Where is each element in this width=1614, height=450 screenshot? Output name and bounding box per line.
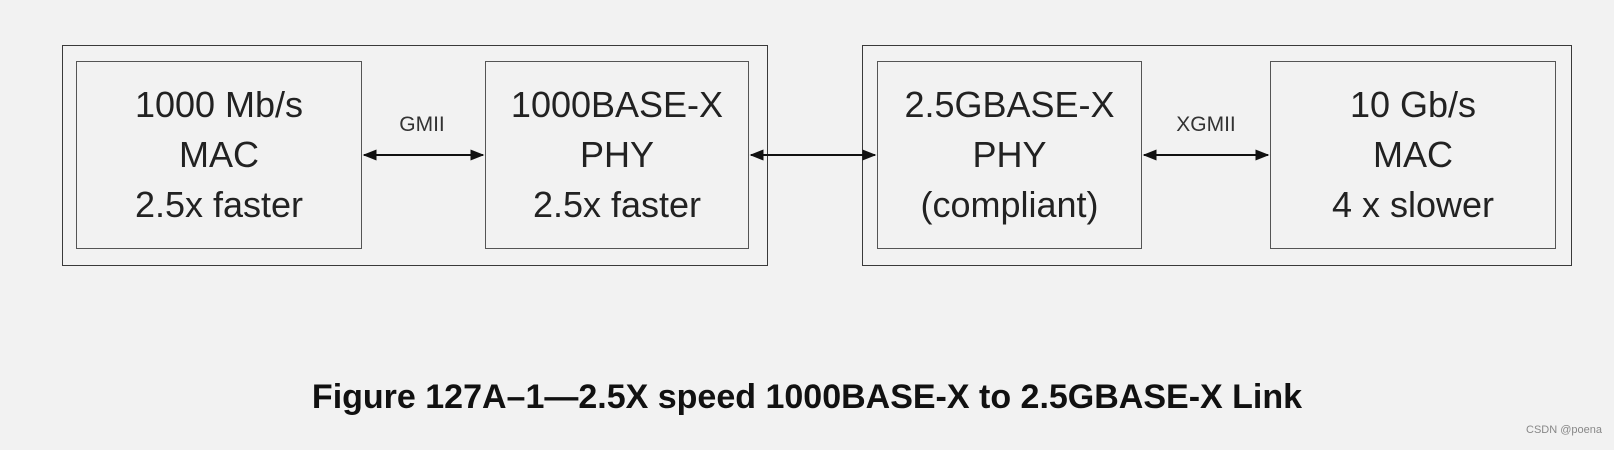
phy-2.5gbasex-line-2: PHY <box>972 134 1047 175</box>
mac-10gbps-line-3: 4 x slower <box>1331 184 1495 225</box>
gmii-label: GMII <box>399 113 445 136</box>
phy-2.5gbasex-line-1: 2.5GBASE-X <box>904 84 1115 125</box>
phy-1000basex-line-3: 2.5x faster <box>532 184 702 225</box>
phy-2.5gbasex-line-3: (compliant) <box>920 184 1099 225</box>
phy-1000basex-block: 1000BASE-X PHY 2.5x faster <box>485 61 749 249</box>
watermark: CSDN @poena <box>1526 424 1602 436</box>
phy-2.5gbasex-block: 2.5GBASE-X PHY (compliant) <box>877 61 1142 249</box>
mac-10gbps-line-1: 10 Gb/s <box>1349 84 1477 125</box>
mac-1000mbps-line-2: MAC <box>179 134 259 175</box>
mac-1000mbps-block: 1000 Mb/s MAC 2.5x faster <box>76 61 362 249</box>
mac-1000mbps-line-3: 2.5x faster <box>134 184 304 225</box>
xgmii-label: XGMII <box>1176 113 1236 136</box>
mac-10gbps-block: 10 Gb/s MAC 4 x slower <box>1270 61 1556 249</box>
phy-1000basex-line-2: PHY <box>579 134 655 175</box>
figure-caption: Figure 127A–1—2.5X speed 1000BASE-X to 2… <box>311 378 1303 416</box>
mac-1000mbps-line-1: 1000 Mb/s <box>134 84 304 125</box>
phy-1000basex-line-1: 1000BASE-X <box>510 84 724 125</box>
mac-10gbps-line-2: MAC <box>1373 134 1453 175</box>
